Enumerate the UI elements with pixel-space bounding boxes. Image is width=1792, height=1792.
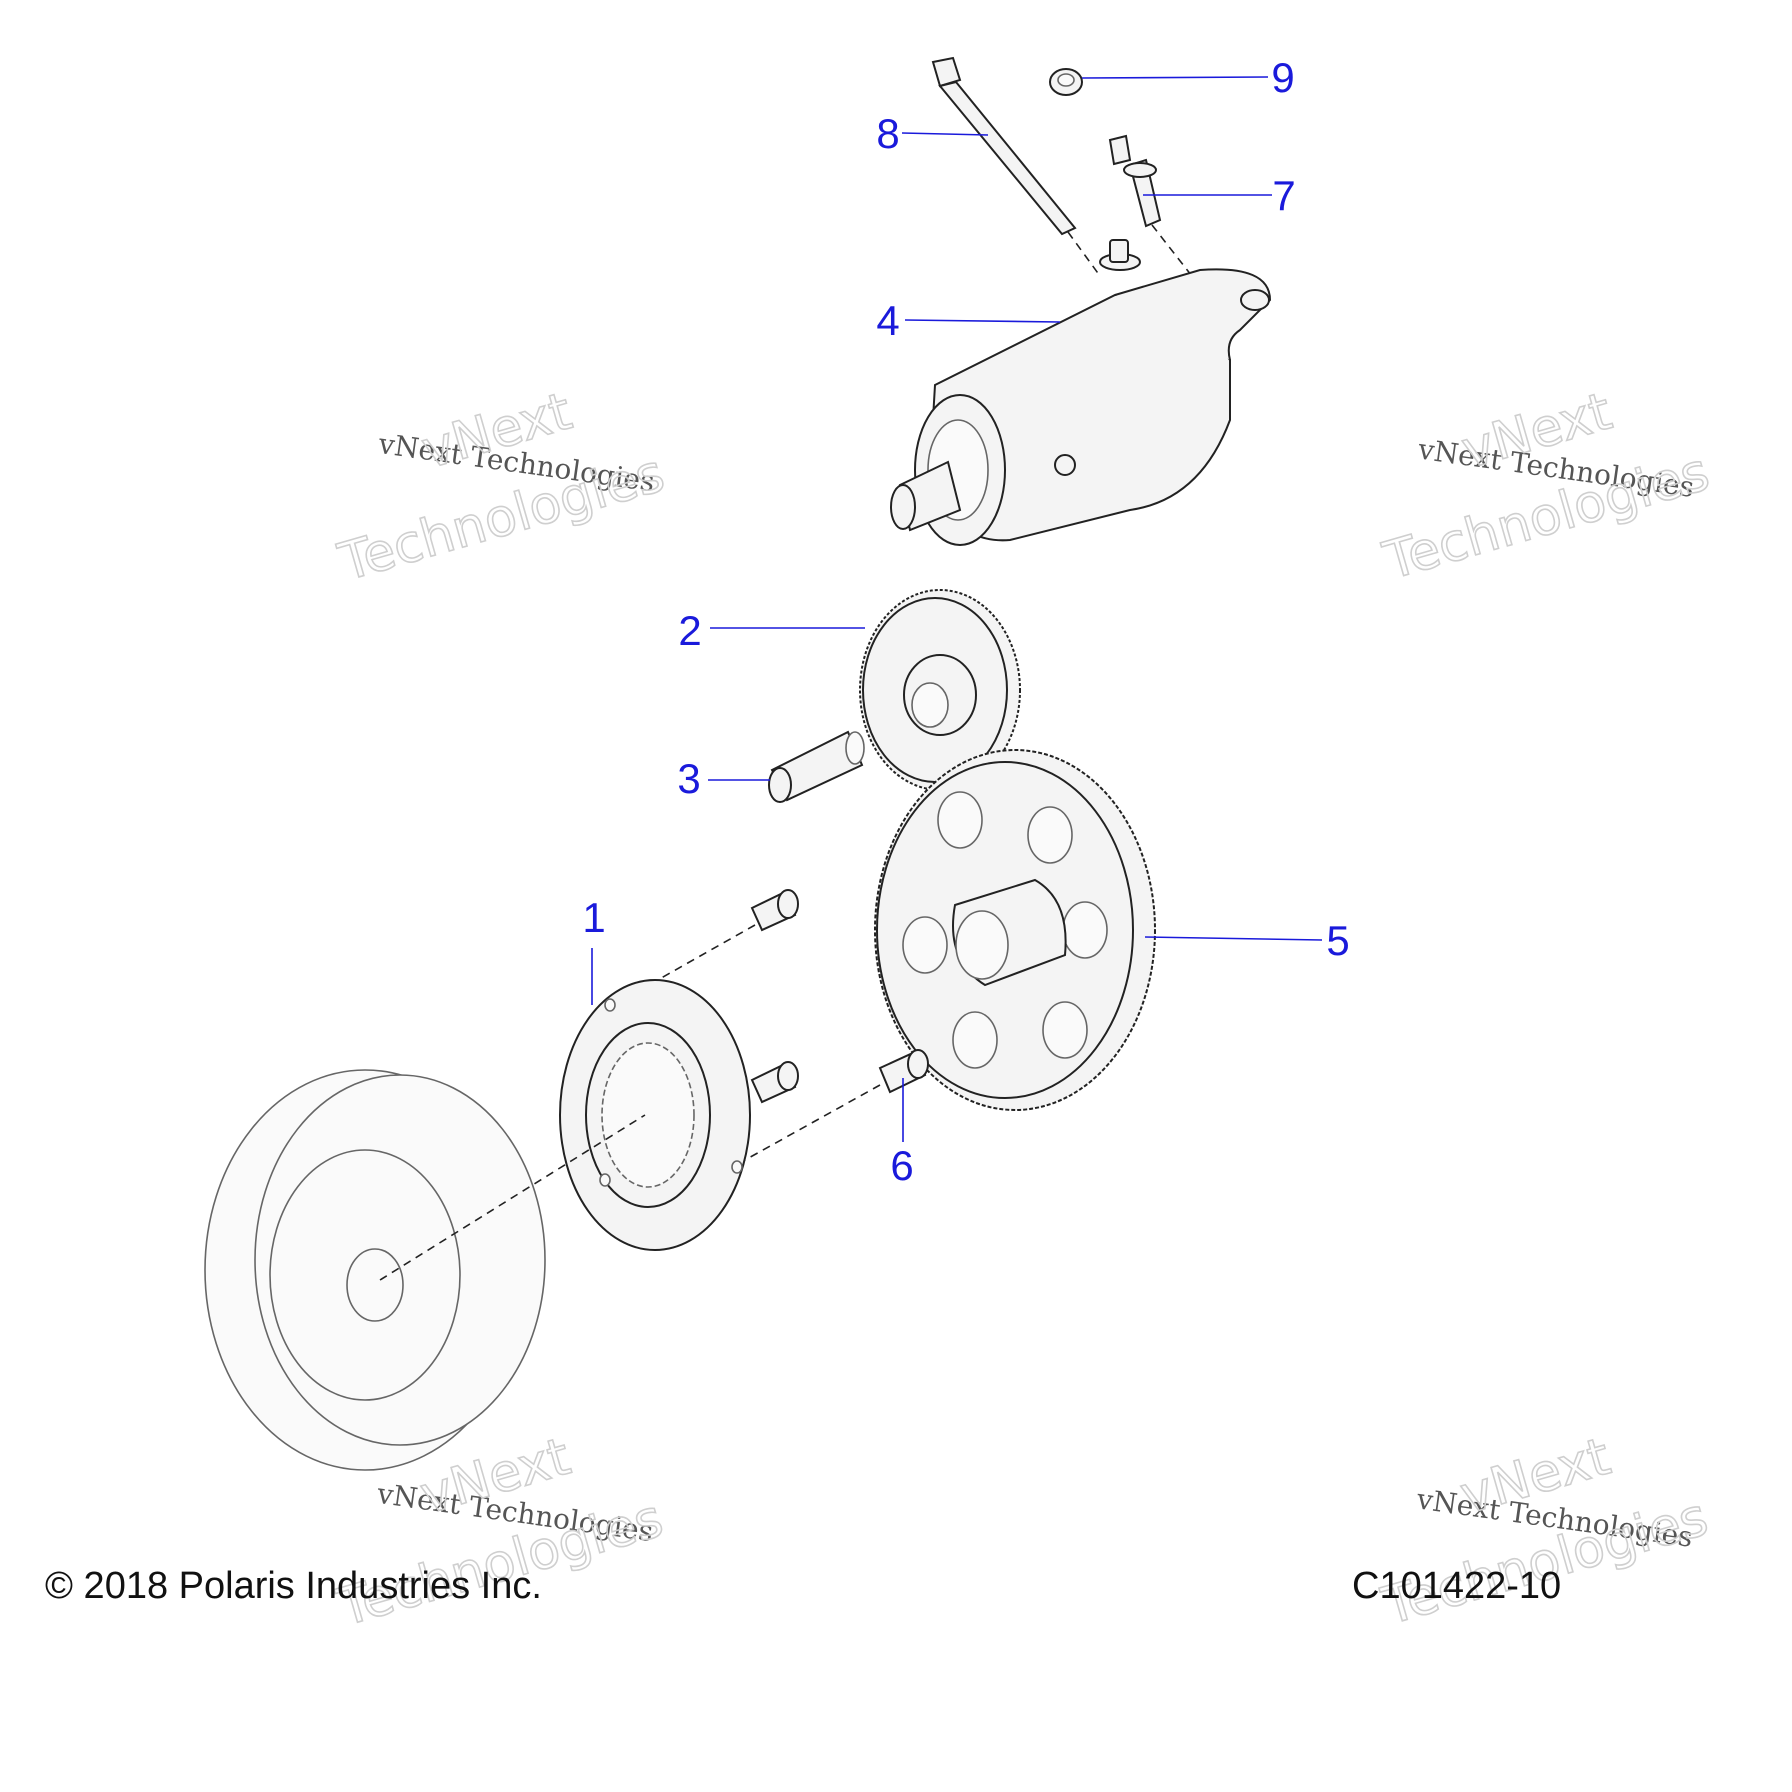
- part-8-long-bolt: [931, 56, 1077, 236]
- callout-4: 4: [876, 297, 899, 344]
- callout-1: 1: [582, 894, 605, 941]
- part-7-axis-line: [1151, 224, 1196, 281]
- watermark-big-top-left: vNext Technologies: [331, 381, 671, 594]
- screw-axis-line: [744, 1084, 881, 1161]
- part-6-cap-screws: [750, 889, 929, 1104]
- leader-line-4: [904, 319, 1061, 323]
- part-9-nut: [1049, 68, 1083, 96]
- leader-line-5: [1144, 936, 1323, 941]
- cap-screw: [750, 1061, 799, 1104]
- callout-8: 8: [876, 110, 899, 157]
- flywheel: [204, 1069, 546, 1471]
- callout-9: 9: [1271, 54, 1294, 101]
- copyright-text: © 2018 Polaris Industries Inc.: [45, 1565, 542, 1607]
- leader-line-8: [901, 132, 989, 136]
- part-5-large-gear: [874, 749, 1156, 1111]
- clutch-axis-line: [379, 1114, 646, 1281]
- callout-7: 7: [1272, 172, 1295, 219]
- callout-5: 5: [1326, 917, 1349, 964]
- callout-6: 6: [890, 1142, 913, 1189]
- part-4-starter-motor: [890, 239, 1272, 546]
- drawing-id: C101422-10: [1352, 1565, 1562, 1607]
- part-2-small-gear: [859, 589, 1021, 791]
- leader-line-9: [1081, 76, 1269, 79]
- part-3-pin: [768, 730, 865, 803]
- cap-screw: [878, 1049, 929, 1094]
- part-1-one-way-clutch: [559, 979, 751, 1251]
- callout-2: 2: [678, 607, 701, 654]
- callout-3: 3: [677, 755, 700, 802]
- cap-screw: [750, 889, 799, 932]
- part-8-axis-line: [1067, 231, 1101, 277]
- part-7-stud: [1108, 134, 1162, 228]
